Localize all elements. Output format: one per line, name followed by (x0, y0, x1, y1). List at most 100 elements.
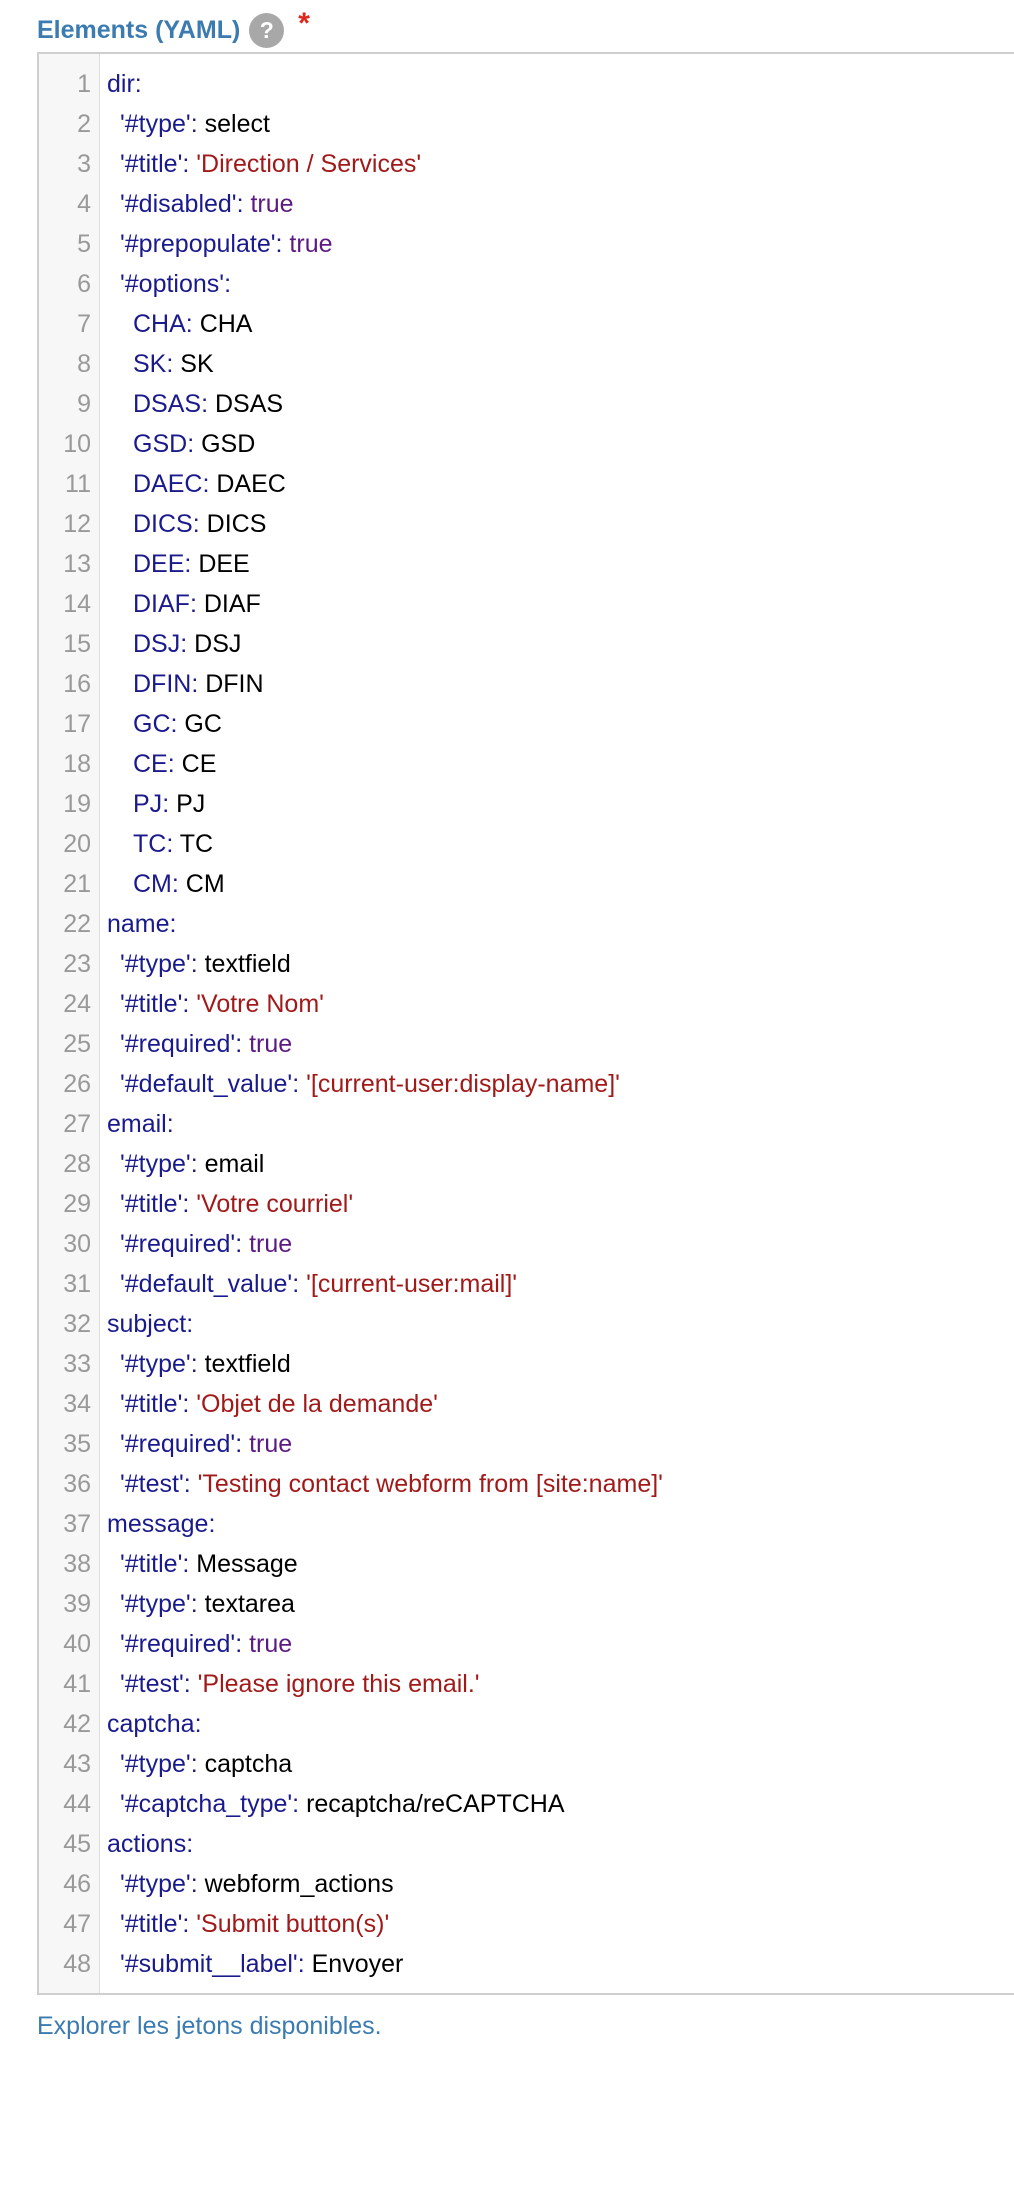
line-number: 26 (63, 1069, 91, 1098)
yaml-separator: : (187, 429, 202, 458)
code-line: 33'#type': textfield (39, 1344, 1014, 1384)
yaml-key: '#required' (120, 1229, 236, 1258)
code-line: 3'#title': 'Direction / Services' (39, 144, 1014, 184)
line-content: '#default_value': '[current-user:display… (91, 1070, 620, 1099)
line-number: 7 (77, 309, 91, 338)
line-number: 22 (63, 909, 91, 938)
line-number: 17 (63, 709, 91, 738)
line-number: 36 (63, 1469, 91, 1498)
yaml-separator: : (235, 1229, 250, 1258)
line-number: 39 (63, 1589, 91, 1618)
yaml-separator: : (292, 1269, 307, 1298)
line-number: 14 (63, 589, 91, 618)
required-marker: * (298, 7, 310, 40)
line-number: 47 (63, 1909, 91, 1938)
yaml-value: 'Direction / Services' (196, 149, 422, 178)
line-content: '#title': 'Votre courriel' (91, 1190, 353, 1219)
yaml-key: '#required' (120, 1029, 236, 1058)
yaml-separator: : (182, 149, 197, 178)
yaml-value: captcha (204, 1749, 293, 1778)
line-content: DFIN: DFIN (91, 670, 264, 699)
yaml-key: '#type' (120, 1149, 191, 1178)
yaml-key: '#type' (120, 1349, 191, 1378)
line-content: DSJ: DSJ (91, 630, 241, 659)
yaml-separator: : (182, 1549, 197, 1578)
yaml-key: GC (133, 709, 171, 738)
code-line: 26'#default_value': '[current-user:displ… (39, 1064, 1014, 1104)
yaml-value: 'Objet de la demande' (196, 1389, 438, 1418)
yaml-value: DFIN (205, 669, 264, 698)
yaml-separator: : (184, 549, 199, 578)
yaml-separator: : (182, 1389, 197, 1418)
code-line: 41'#test': 'Please ignore this email.' (39, 1664, 1014, 1704)
yaml-separator: : (169, 909, 177, 938)
yaml-key: '#default_value' (120, 1269, 293, 1298)
line-content: PJ: PJ (91, 790, 205, 819)
code-line: 31'#default_value': '[current-user:mail]… (39, 1264, 1014, 1304)
yaml-separator: : (236, 189, 251, 218)
yaml-value: CE (181, 749, 217, 778)
line-number-gutter (39, 54, 100, 1993)
help-icon[interactable]: ? (249, 12, 285, 48)
yaml-key: email (107, 1109, 167, 1138)
yaml-separator: : (224, 269, 232, 298)
yaml-value: 'Votre Nom' (196, 989, 324, 1018)
yaml-value: 'Please ignore this email.' (197, 1669, 480, 1698)
yaml-separator: : (166, 1109, 174, 1138)
line-number: 35 (63, 1429, 91, 1458)
yaml-key: '#test' (120, 1469, 184, 1498)
yaml-value: GC (184, 709, 222, 738)
yaml-key: DAEC (133, 469, 203, 498)
line-number: 3 (77, 149, 91, 178)
code-line: 23'#type': textfield (39, 944, 1014, 984)
line-content: '#type': textfield (91, 1350, 291, 1379)
yaml-value: Message (196, 1549, 298, 1578)
line-number: 12 (63, 509, 91, 538)
yaml-value: Envoyer (311, 1949, 404, 1978)
line-number: 4 (77, 189, 91, 218)
line-content: DSAS: DSAS (91, 390, 283, 419)
yaml-value: GSD (201, 429, 256, 458)
yaml-separator: : (183, 1669, 198, 1698)
line-content: '#type': captcha (91, 1750, 292, 1779)
line-content: '#prepopulate': true (91, 230, 333, 259)
yaml-separator: : (182, 989, 197, 1018)
line-content: DIAF: DIAF (91, 590, 261, 619)
line-content: '#title': 'Objet de la demande' (91, 1390, 438, 1419)
browse-tokens-link[interactable]: Explorer les jetons disponibles. (37, 2012, 382, 2040)
yaml-separator: : (297, 1949, 312, 1978)
line-content: '#type': textarea (91, 1590, 295, 1619)
code-line: 46'#type': webform_actions (39, 1864, 1014, 1904)
yaml-key: CM (133, 869, 172, 898)
yaml-value: webform_actions (204, 1869, 394, 1898)
yaml-key: DFIN (133, 669, 192, 698)
line-number: 18 (63, 749, 91, 778)
yaml-separator: : (182, 1189, 197, 1218)
line-number: 44 (63, 1789, 91, 1818)
yaml-key: DIAF (133, 589, 190, 618)
line-content: subject: (91, 1310, 193, 1339)
yaml-key: captcha (107, 1709, 195, 1738)
line-number: 25 (63, 1029, 91, 1058)
yaml-separator: : (190, 1869, 205, 1898)
yaml-key: '#submit__label' (120, 1949, 298, 1978)
yaml-separator: : (185, 309, 200, 338)
line-number: 11 (65, 469, 91, 498)
yaml-key: '#title' (120, 989, 183, 1018)
yaml-separator: : (202, 469, 217, 498)
code-line: 5'#prepopulate': true (39, 224, 1014, 264)
line-content: '#required': true (91, 1230, 292, 1259)
yaml-separator: : (186, 1309, 194, 1338)
line-number: 41 (63, 1669, 91, 1698)
yaml-separator: : (190, 949, 205, 978)
yaml-separator: : (208, 1509, 216, 1538)
line-number: 34 (63, 1389, 91, 1418)
line-content: '#title': Message (91, 1550, 298, 1579)
